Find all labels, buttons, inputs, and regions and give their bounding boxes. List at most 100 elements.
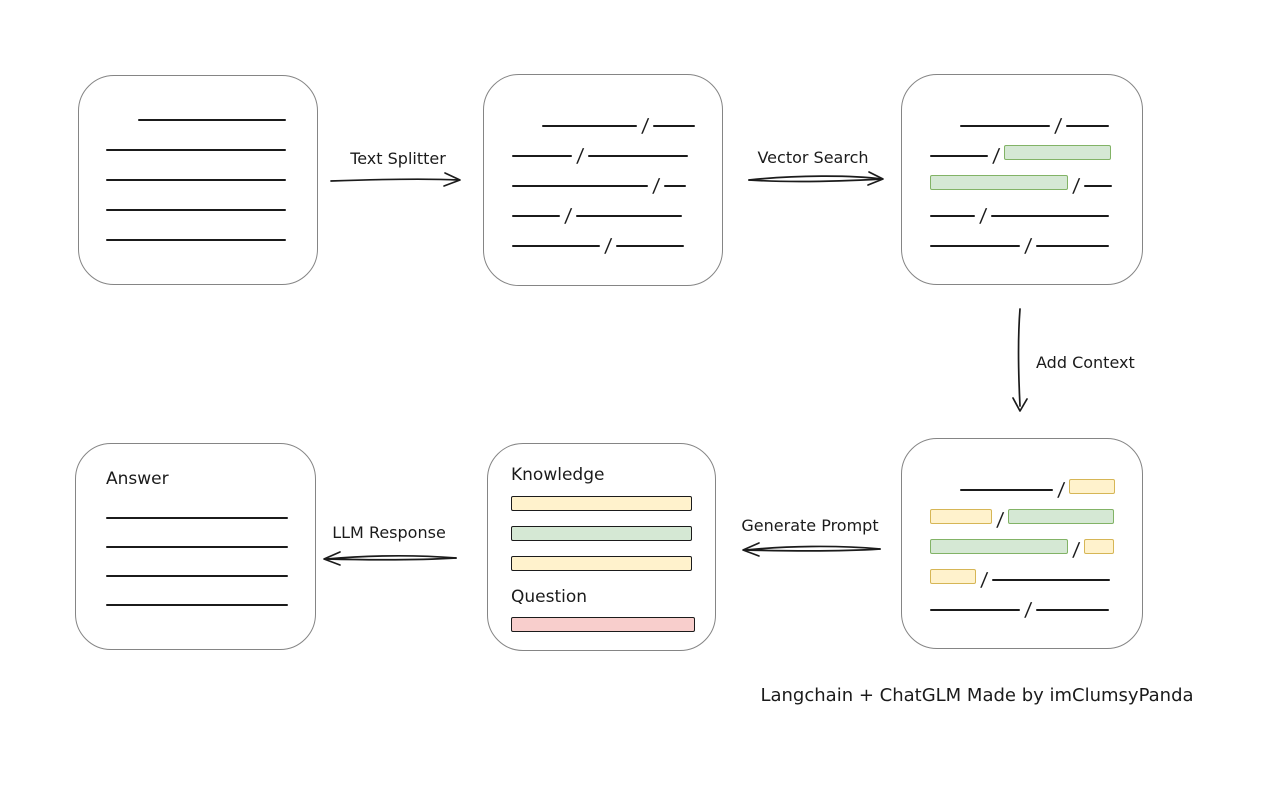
text-line xyxy=(1036,245,1110,247)
text-splitter-arrow xyxy=(330,172,461,187)
text-line xyxy=(653,125,696,127)
text-line xyxy=(106,149,286,151)
split-slash: / xyxy=(1071,175,1081,197)
chunk-row: / xyxy=(930,160,1142,197)
context-chunk-rows: / / / / / xyxy=(930,464,1142,621)
text-line xyxy=(930,245,1020,247)
question-bars xyxy=(511,617,715,647)
llm-response-arrow xyxy=(323,551,457,566)
text-line xyxy=(106,604,288,606)
yellow-chunk xyxy=(1084,539,1115,554)
knowledge-bars xyxy=(511,496,715,586)
text-line xyxy=(542,125,637,127)
split-slash: / xyxy=(1053,115,1063,137)
text-line xyxy=(588,155,689,157)
split-slash: / xyxy=(991,145,1001,167)
matched-chunk-rows: / / / / / xyxy=(930,100,1142,257)
text-line xyxy=(930,155,988,157)
generate-prompt-label: Generate Prompt xyxy=(741,516,879,535)
yellow-chunk xyxy=(930,569,976,584)
text-line xyxy=(960,125,1050,127)
green-chunk xyxy=(1008,509,1115,524)
chunk-row: / xyxy=(930,220,1142,257)
add-context-label: Add Context xyxy=(1036,353,1135,372)
text-line xyxy=(106,239,286,241)
split-slash: / xyxy=(651,175,661,197)
document-lines xyxy=(106,119,317,241)
vector-search-arrow xyxy=(748,171,884,186)
text-line xyxy=(106,546,288,548)
chunk-row: / xyxy=(930,524,1142,561)
llm-response-label: LLM Response xyxy=(332,523,446,542)
split-slash: / xyxy=(1056,479,1066,501)
source-document-box xyxy=(78,75,318,285)
text-line xyxy=(1066,125,1110,127)
text-line xyxy=(512,155,572,157)
split-slash: / xyxy=(640,115,650,137)
split-slash: / xyxy=(979,569,989,591)
text-line xyxy=(512,245,600,247)
text-line xyxy=(930,609,1020,611)
split-chunks-box: / / / / / xyxy=(483,74,723,286)
chunk-row: / xyxy=(930,554,1142,591)
chunk-row: / xyxy=(930,584,1142,621)
red-bar xyxy=(511,617,695,632)
text-line xyxy=(991,215,1110,217)
chunk-row: / xyxy=(512,160,722,197)
chunk-row: / xyxy=(512,130,722,167)
text-splitter-label: Text Splitter xyxy=(350,149,446,168)
text-line xyxy=(106,575,288,577)
text-line xyxy=(512,185,648,187)
text-line xyxy=(664,185,687,187)
text-line xyxy=(106,179,286,181)
yellow-chunk xyxy=(930,509,992,524)
chunk-row: / xyxy=(930,494,1142,531)
text-line xyxy=(106,209,286,211)
green-chunk xyxy=(1004,145,1112,160)
chunk-row: / xyxy=(930,190,1142,227)
answer-box: Answer xyxy=(75,443,316,650)
split-chunk-rows: / / / / / xyxy=(512,100,722,257)
answer-lines xyxy=(106,517,315,606)
chunk-row: / xyxy=(512,100,722,137)
split-slash: / xyxy=(563,205,573,227)
chunk-row: / xyxy=(512,190,722,227)
chunk-row: / xyxy=(930,130,1142,167)
vector-search-label: Vector Search xyxy=(757,148,869,167)
text-line xyxy=(576,215,683,217)
split-slash: / xyxy=(978,205,988,227)
text-line xyxy=(512,215,560,217)
matched-chunks-box: / / / / / xyxy=(901,74,1143,285)
text-line xyxy=(1036,609,1110,611)
add-context-arrow xyxy=(1012,308,1028,412)
green-chunk xyxy=(930,175,1068,190)
yellow-bar xyxy=(511,496,692,511)
split-slash: / xyxy=(1071,539,1081,561)
prompt-box: Knowledge Question xyxy=(487,443,716,651)
chunk-row: / xyxy=(930,100,1142,137)
question-label: Question xyxy=(511,587,588,607)
text-line xyxy=(960,489,1053,491)
yellow-chunk xyxy=(1069,479,1116,494)
text-line xyxy=(930,215,975,217)
split-slash: / xyxy=(995,509,1005,531)
context-chunks-box: / / / / / xyxy=(901,438,1143,649)
diagram-caption: Langchain + ChatGLM Made by imClumsyPand… xyxy=(760,685,1194,706)
split-slash: / xyxy=(575,145,585,167)
text-line xyxy=(616,245,685,247)
answer-label: Answer xyxy=(106,469,169,489)
green-bar xyxy=(511,526,692,541)
knowledge-label: Knowledge xyxy=(511,465,605,485)
split-slash: / xyxy=(1023,599,1033,621)
green-chunk xyxy=(930,539,1068,554)
split-slash: / xyxy=(1023,235,1033,257)
chunk-row: / xyxy=(930,464,1142,501)
text-line xyxy=(106,517,288,519)
text-line xyxy=(992,579,1111,581)
text-line xyxy=(1084,185,1113,187)
text-line xyxy=(138,119,286,121)
yellow-bar xyxy=(511,556,692,571)
chunk-row: / xyxy=(512,220,722,257)
split-slash: / xyxy=(603,235,613,257)
